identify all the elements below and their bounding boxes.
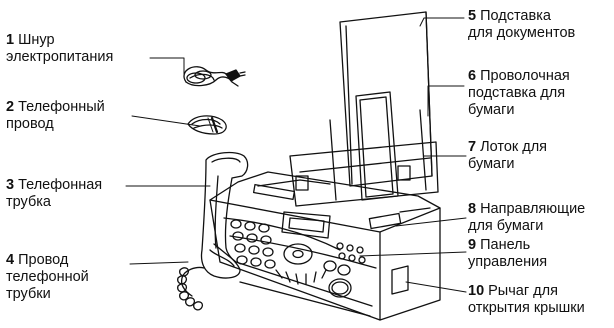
handset-cord-illustration <box>177 266 205 311</box>
fax-body-illustration <box>209 171 441 321</box>
document-support-illustration <box>339 11 433 187</box>
control-panel-illustration <box>275 242 366 298</box>
lcd-illustration <box>281 211 331 239</box>
telephone-cord-illustration <box>187 115 227 135</box>
paper-tray-illustration <box>289 141 439 207</box>
keypad-illustration <box>230 219 276 269</box>
power-cord-illustration <box>183 66 246 87</box>
leader-lines <box>125 17 467 293</box>
handset-illustration <box>200 151 249 279</box>
